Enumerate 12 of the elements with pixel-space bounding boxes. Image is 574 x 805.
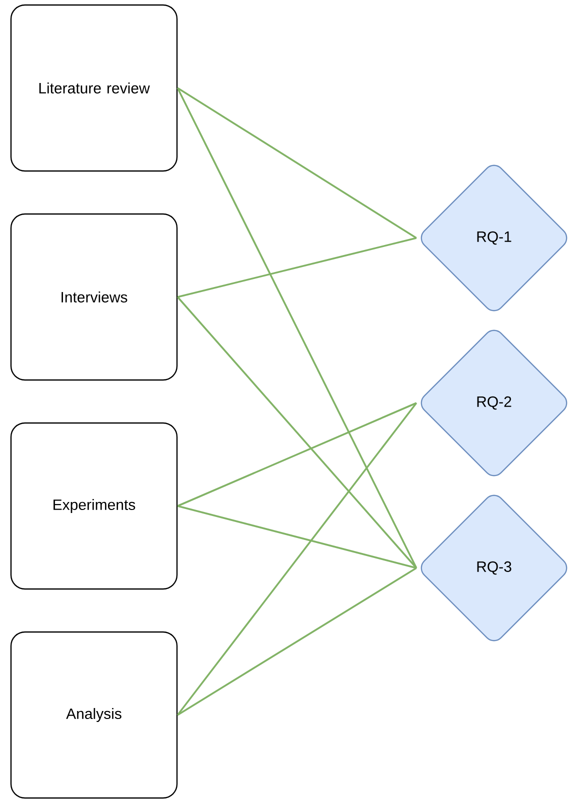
connector-line: [176, 296, 418, 569]
connector-line: [177, 505, 417, 569]
process-box: Interviews: [10, 213, 178, 381]
connector-line: [177, 402, 417, 507]
process-box: Literature review: [10, 4, 178, 172]
process-box: Experiments: [10, 422, 178, 590]
connector-line: [177, 237, 417, 298]
connector-line: [177, 567, 417, 716]
connector-line: [176, 88, 418, 568]
connector-line: [177, 87, 417, 239]
connector-line: [176, 402, 418, 716]
process-box: Analysis: [10, 631, 178, 799]
